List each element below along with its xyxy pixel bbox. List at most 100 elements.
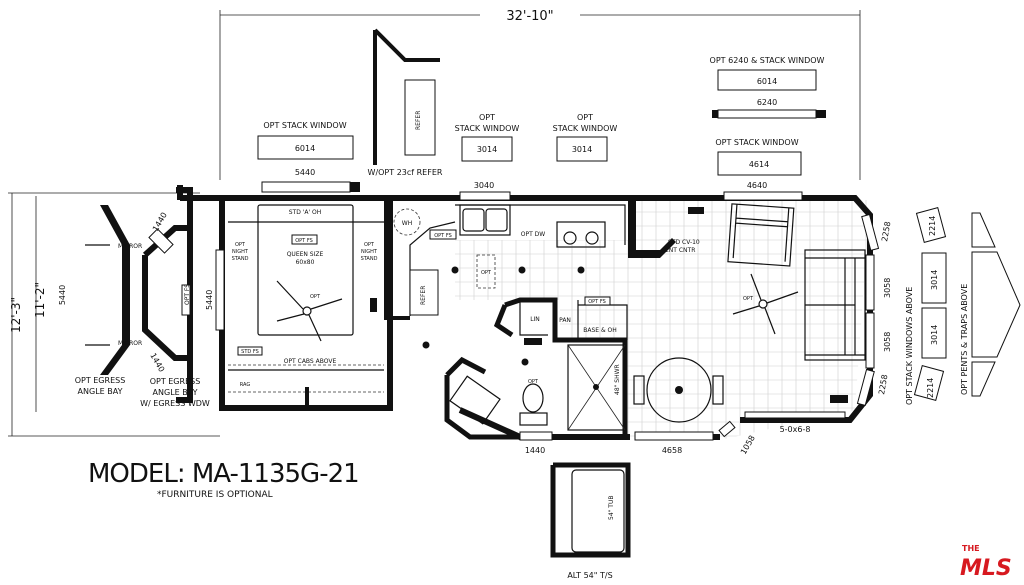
refer-label: REFER [415, 111, 422, 130]
ent-center-label: STD CV-10 [668, 239, 700, 246]
window-size: 4640 [747, 181, 767, 190]
tub-caption: ALT 54" T/S [567, 571, 612, 580]
window-size: 3014 [930, 270, 939, 290]
svg-text:THE: THE [962, 544, 980, 553]
svg-text:NIGHT: NIGHT [361, 249, 378, 255]
svg-text:NIGHT: NIGHT [232, 249, 249, 255]
mirror-label: MIRROR [118, 243, 142, 250]
tub-label: 54" TUB [608, 496, 615, 520]
bedroom: STD 'A' OH OPT FS QUEEN SIZE 60x80 OPT O… [228, 204, 384, 407]
right-window-options: OPT STACK WINDOWS ABOVE 2214 3014 3014 2… [905, 207, 1021, 405]
top-window-options: OPT STACK WINDOW 6014 5440 REFER W/OPT 2… [257, 28, 826, 190]
window-size: 6014 [295, 144, 315, 153]
overall-width-dim: 32'-10" [506, 9, 553, 24]
svg-text:STAND: STAND [232, 256, 249, 262]
window-size: 2214 [928, 216, 937, 236]
mls-logo: THE MLS [960, 544, 1012, 581]
option-title: OPT STACK WINDOW [715, 138, 798, 147]
ent-center-label: ENT CNTR [665, 247, 695, 254]
dim-label: 1058 [739, 434, 757, 456]
ceiling-fan-icon [276, 280, 343, 342]
dim-label: 5-0x6-8 [780, 425, 811, 434]
egress-angle-bay-option: MIRROR MIRROR OPT EGRESS ANGLE BAY [75, 205, 142, 396]
toilet-icon [519, 383, 548, 426]
sink-icon [459, 204, 511, 236]
depth-outer-dim: 12'-3" [9, 297, 23, 333]
overall-dimensions: 32'-10" 12'-3" 11'-2" 5440 [8, 6, 861, 437]
fs-label: OPT FS [295, 238, 313, 244]
bay-label: OPT EGRESS [75, 376, 126, 385]
window-size: 3014 [572, 145, 592, 154]
fs-label: OPT FS [184, 284, 191, 305]
skylight-label: OPT [481, 270, 492, 276]
refer-label: REFER [420, 286, 427, 305]
bay-label: ANGLE BAY [153, 388, 198, 397]
bay-window-dim: 1440 [151, 211, 169, 233]
fan-label: OPT [310, 294, 321, 300]
window-size: 2214 [926, 378, 935, 398]
option-title: STACK WINDOW [455, 124, 520, 133]
base-oh-label: BASE & OH [583, 327, 617, 334]
svg-text:STAND: STAND [361, 256, 378, 262]
option-title: OPT STACK WINDOW [263, 121, 346, 130]
bed-label: QUEEN SIZE [287, 251, 324, 258]
ceiling-fan-icon [732, 273, 799, 335]
dim-label: 4658 [662, 446, 682, 455]
mirror-label: MIRROR [118, 340, 142, 347]
pantry-label: PAN [559, 317, 571, 324]
sofa-icon [804, 249, 866, 361]
option-title: OPT PENTS & TRAPS ABOVE [960, 284, 969, 395]
egress-angle-bay-window-option: OPT FS 1440 1440 5440 OPT EGRESS ANGLE B… [140, 187, 214, 408]
cabinets-label: OPT CABS ABOVE [284, 358, 337, 365]
dim-label: 3058 [883, 332, 892, 352]
water-heater-label: WH [402, 220, 412, 227]
light-label: OPT [528, 379, 539, 385]
depth-inner-dim: 11'-2" [33, 282, 47, 318]
dim-label: 1440 [525, 446, 545, 455]
option-title: OPT [577, 113, 593, 122]
window-size: 5440 [295, 168, 315, 177]
shower: 48" SHWR [567, 344, 626, 431]
left-dim: 5440 [58, 285, 67, 305]
model-title: MODEL: MA-1135G-21 [88, 459, 359, 489]
bay-label: ANGLE BAY [78, 387, 123, 396]
window-size: 3014 [930, 325, 939, 345]
option-title: OPT STACK WINDOWS ABOVE [905, 287, 914, 405]
window-size: 4614 [749, 160, 769, 169]
fs-label: OPT FS [434, 233, 452, 239]
furniture-note: *FURNITURE IS OPTIONAL [157, 490, 273, 500]
kitchen: WH OPT FS OPT DW REFER OPT STD CV-10 ENT… [384, 198, 700, 366]
bay-window-dim: 1440 [148, 352, 166, 374]
fs-label: OPT FS [588, 299, 606, 305]
fan-label: OPT [743, 296, 754, 302]
bay-window-dim: 5440 [205, 290, 214, 310]
window-size: 6014 [757, 77, 777, 86]
window-size: 6240 [757, 98, 777, 107]
refer-caption: W/OPT 23cf REFER [368, 168, 443, 177]
option-title: OPT [479, 113, 495, 122]
overhead-label: STD 'A' OH [289, 209, 322, 216]
window-size: 3014 [477, 145, 497, 154]
alt-tub-option: 54" TUB ALT 54" T/S [550, 462, 631, 580]
light-fixtures [422, 266, 585, 366]
dining-table-icon [633, 357, 724, 423]
svg-text:MLS: MLS [960, 556, 1012, 581]
bay-label: W/ EGRESS WDW [140, 399, 210, 408]
night-stand-left: OPT NIGHT STAND [232, 242, 249, 262]
armchair-icon [727, 203, 795, 267]
living-room: OPT [633, 203, 866, 423]
night-stand-right: OPT NIGHT STAND [361, 242, 378, 262]
fs-label: STD FS [241, 349, 259, 355]
svg-text:OPT: OPT [364, 242, 375, 248]
rag-label: RAG [240, 382, 251, 388]
dim-label: 3058 [883, 278, 892, 298]
hall-bath: LIN PAN BASE & OH OPT FS 48" SHWR OPT [444, 296, 628, 440]
range-icon [556, 221, 606, 248]
dim-label: 2258 [877, 374, 889, 396]
vanity-sink-icon [449, 375, 501, 425]
bay-label: OPT EGRESS [150, 377, 201, 386]
bed-size: 60x80 [296, 259, 315, 266]
window-size: 3040 [474, 181, 494, 190]
option-title: OPT 6240 & STACK WINDOW [710, 56, 825, 65]
